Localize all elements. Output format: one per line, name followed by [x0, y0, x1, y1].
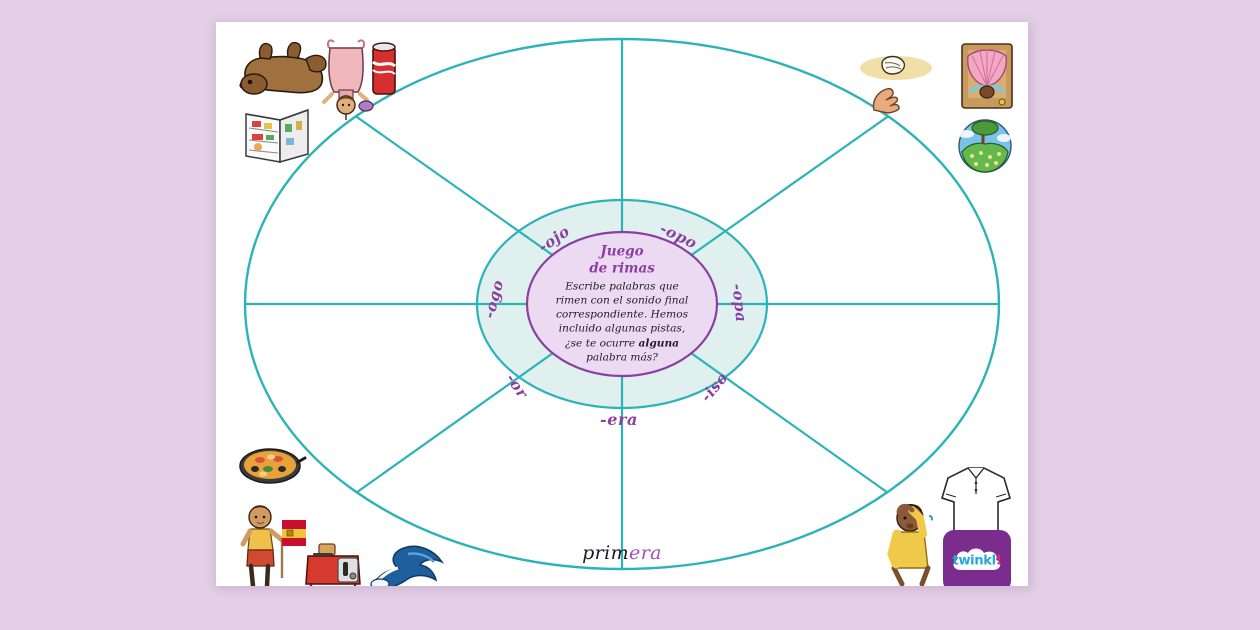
- segment-label-era: -era: [600, 410, 639, 429]
- outer-wheel-ring: [243, 37, 1001, 571]
- fridge-illustration: [240, 104, 314, 166]
- bottom-word-highlight: era: [629, 542, 662, 564]
- rhyme-wheel: [243, 37, 1001, 571]
- twinkl-logo[interactable]: twinkl!: [943, 530, 1011, 586]
- worksheet-page: -ojo -opo -opa -iso -era -or -ogo Juego …: [216, 22, 1028, 586]
- twinkl-word-text: twinkl: [952, 553, 997, 569]
- paella-illustration: [238, 444, 307, 488]
- boy-thinking-illustration: [882, 494, 944, 586]
- shirt-illustration: [938, 464, 1014, 538]
- bottom-word-primera: primera: [582, 542, 662, 564]
- inner-wheel-ring: [475, 198, 769, 410]
- fan-chair-illustration: [956, 40, 1018, 112]
- cloud-icon: twinkl!: [949, 546, 1005, 576]
- red-can-illustration: [368, 40, 400, 98]
- bear-illustration: [238, 40, 330, 100]
- person-apron-illustration: [320, 36, 374, 122]
- twinkl-word-bang: !: [995, 553, 1002, 569]
- globe-tree-illustration: [954, 114, 1016, 174]
- twinkl-wordmark: twinkl!: [949, 554, 1005, 569]
- wave-illustration: [364, 540, 446, 586]
- shell-hand-illustration: [858, 52, 936, 114]
- toaster-illustration: [302, 540, 364, 586]
- bottom-word-prefix: prim: [582, 542, 630, 564]
- girl-flag-illustration: [238, 500, 306, 586]
- center-hub: [525, 230, 719, 378]
